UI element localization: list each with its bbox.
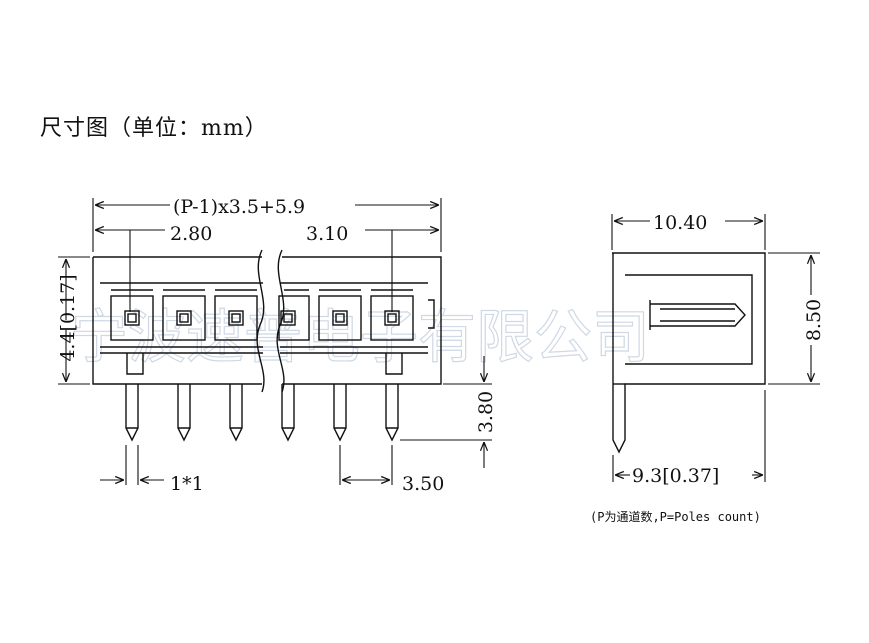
break-line-right [276, 249, 285, 393]
cavity-4 [278, 295, 310, 341]
dim-side-height: 8.50 [803, 299, 825, 341]
cavity-1 [110, 295, 154, 341]
dim-pitch: 3.50 [402, 473, 444, 495]
pins [125, 384, 399, 442]
pin-5 [333, 384, 347, 442]
side-view [612, 252, 766, 454]
cavity-5 [318, 295, 362, 341]
dim-side-depth: 9.3[0.37] [632, 465, 719, 487]
dim-right-offset: 3.10 [306, 223, 348, 245]
page-title: 尺寸图（单位：mm） [40, 116, 268, 141]
dim-left-offset: 2.80 [170, 223, 212, 245]
pin-1 [125, 384, 139, 442]
dim-overall-length: (P-1)x3.5+5.9 [173, 196, 305, 218]
pin-4 [281, 384, 295, 442]
housing-right-outline [282, 256, 442, 385]
dim-side-width: 10.40 [653, 212, 707, 234]
break-line-left [256, 249, 265, 393]
watermark-text: 宁波速普电子有限公司 [70, 303, 650, 371]
side-dimensions [611, 214, 820, 482]
pin-6 [385, 384, 399, 442]
cavity-2 [162, 295, 206, 341]
dim-pin-length: 3.80 [475, 391, 497, 433]
pin-2 [177, 384, 191, 442]
side-outline [612, 252, 766, 454]
pin-3 [229, 384, 243, 442]
front-dimensions [58, 198, 492, 485]
cavity-3 [214, 295, 258, 341]
dim-pin-size: 1*1 [170, 473, 204, 495]
dim-height-left: 4.4[0.17] [57, 274, 79, 361]
housing-left-outline [92, 257, 262, 385]
poles-note: (P为通道数,P=Poles count) [590, 510, 761, 524]
